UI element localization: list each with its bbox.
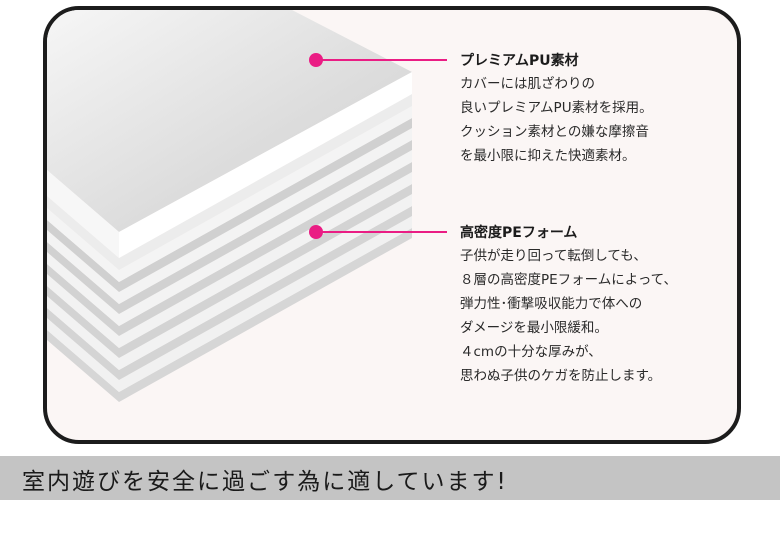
description-line: 良いプレミアムPU素材を採用。 xyxy=(460,100,653,116)
mat-layers-illustration xyxy=(47,10,412,402)
description-line: 子供が走り回って転倒しても、 xyxy=(460,248,647,264)
description-line: ダメージを最小限緩和。 xyxy=(460,320,608,336)
description-line: 思わぬ子供のケガを防止します。 xyxy=(460,368,662,384)
description-line: ４cmの十分な厚みが、 xyxy=(460,344,602,360)
callout-marker-dot xyxy=(309,225,323,239)
description-line: 弾力性･衝撃吸収能力で体への xyxy=(460,296,643,312)
pu-cover-top xyxy=(47,10,412,270)
callout-title: プレミアムPU素材 xyxy=(460,53,579,69)
headline-banner: 室内遊びを安全に過ごす為に適しています! xyxy=(0,456,780,500)
description-line: カバーには肌ざわりの xyxy=(460,76,595,92)
callout-title: 高密度PEフォーム xyxy=(460,225,578,241)
callout-description: カバーには肌ざわりの 良いプレミアムPU素材を採用。 クッション素材との嫌な摩擦… xyxy=(460,72,653,168)
callout-marker-dot xyxy=(309,53,323,67)
product-feature-panel: プレミアムPU素材 カバーには肌ざわりの 良いプレミアムPU素材を採用。 クッシ… xyxy=(43,6,741,444)
description-line: クッション素材との嫌な摩擦音 xyxy=(460,124,649,140)
description-line: を最小限に抑えた快適素材。 xyxy=(460,148,636,164)
banner-headline: 室内遊びを安全に過ごす為に適しています! xyxy=(22,469,508,495)
description-line: ８層の高密度PEフォームによって、 xyxy=(460,272,678,288)
callout-description: 子供が走り回って転倒しても、 ８層の高密度PEフォームによって、 弾力性･衝撃吸… xyxy=(460,244,677,388)
callout-leader-line xyxy=(321,231,447,233)
callout-leader-line xyxy=(321,59,447,61)
